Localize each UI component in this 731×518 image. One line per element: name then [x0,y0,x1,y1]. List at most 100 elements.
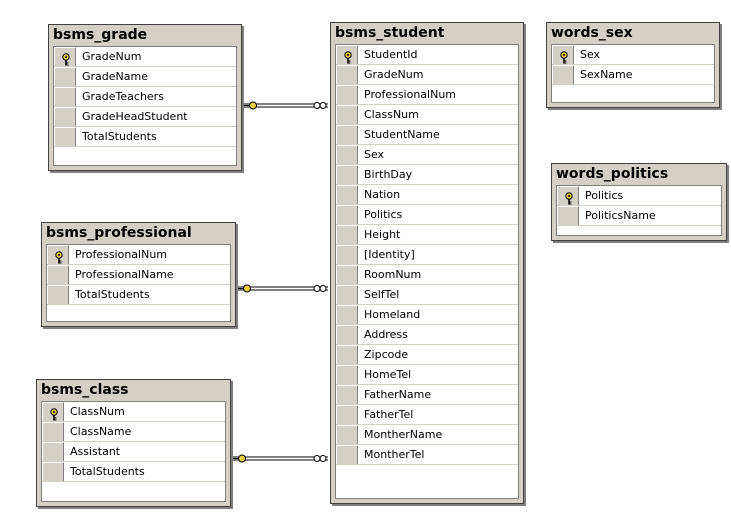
column-row[interactable]: Homeland [336,305,518,325]
table-title[interactable]: words_politics [556,166,669,182]
column-name: MontherName [364,428,443,441]
row-selector[interactable] [336,205,358,224]
column-row[interactable]: SexName [552,65,714,85]
row-selector[interactable] [557,186,579,205]
row-selector[interactable] [336,325,358,344]
row-selector[interactable] [336,125,358,144]
table-title[interactable]: bsms_student [335,25,445,41]
table-title[interactable]: bsms_class [41,382,129,398]
row-selector[interactable] [54,87,76,106]
column-row[interactable]: GradeTeachers [54,87,236,107]
column-row[interactable]: Sex [336,145,518,165]
column-row[interactable]: ProfessionalName [47,265,230,285]
table-title[interactable]: words_sex [551,25,633,41]
row-selector[interactable] [336,105,358,124]
column-row[interactable]: TotalStudents [47,285,230,305]
row-selector[interactable] [336,405,358,424]
column-row[interactable]: BirthDay [336,165,518,185]
column-name: BirthDay [364,168,413,181]
row-selector[interactable] [336,365,358,384]
relationship-class-student[interactable] [230,454,328,463]
row-selector[interactable] [47,285,69,304]
row-selector[interactable] [42,402,64,421]
row-selector[interactable] [54,47,76,66]
row-selector[interactable] [336,425,358,444]
column-row[interactable]: ClassName [42,422,225,442]
row-selector[interactable] [336,65,358,84]
column-row[interactable]: TotalStudents [54,127,236,147]
column-row[interactable]: PoliticsName [557,206,721,226]
column-row[interactable]: Politics [557,186,721,206]
row-selector[interactable] [336,185,358,204]
row-selector[interactable] [336,345,358,364]
row-selector[interactable] [336,245,358,264]
row-selector[interactable] [336,305,358,324]
column-row[interactable]: Height [336,225,518,245]
row-selector[interactable] [336,165,358,184]
table-title[interactable]: bsms_grade [53,27,148,43]
relationship-grade-student[interactable] [240,101,328,110]
row-selector[interactable] [336,445,358,464]
row-selector[interactable] [47,245,69,264]
infinity-end-icon [313,102,321,109]
column-name: Zipcode [364,348,409,361]
column-row[interactable]: ProfessionalNum [336,85,518,105]
column-row[interactable]: Sex [552,45,714,65]
column-row[interactable]: ClassNum [336,105,518,125]
row-selector[interactable] [552,65,574,84]
column-name: ProfessionalNum [364,88,457,101]
column-name: FatherName [364,388,432,401]
row-selector[interactable] [336,85,358,104]
column-row[interactable]: GradeHeadStudent [54,107,236,127]
column-row[interactable]: StudentName [336,125,518,145]
column-row[interactable]: MontherTel [336,445,518,465]
column-row[interactable]: StudentId [336,45,518,65]
column-row[interactable]: RoomNum [336,265,518,285]
row-selector[interactable] [557,206,579,225]
column-row[interactable]: Nation [336,185,518,205]
column-row[interactable]: Assistant [42,442,225,462]
column-row[interactable]: HomeTel [336,365,518,385]
column-row[interactable]: MontherName [336,425,518,445]
row-selector[interactable] [336,265,358,284]
column-row[interactable]: GradeName [54,67,236,87]
column-row[interactable]: SelfTel [336,285,518,305]
row-selector[interactable] [336,285,358,304]
row-selector[interactable] [42,462,64,481]
row-selector[interactable] [54,127,76,146]
table-title[interactable]: bsms_professional [46,225,192,241]
row-selector[interactable] [336,225,358,244]
row-selector[interactable] [42,422,64,441]
row-selector[interactable] [42,442,64,461]
row-selector[interactable] [47,265,69,284]
row-selector[interactable] [336,145,358,164]
row-selector[interactable] [336,385,358,404]
column-row[interactable]: [Identity] [336,245,518,265]
column-row[interactable]: FatherName [336,385,518,405]
column-row[interactable]: ClassNum [42,402,225,422]
column-row[interactable]: FatherTel [336,405,518,425]
column-row[interactable]: Politics [336,205,518,225]
column-row[interactable]: Zipcode [336,345,518,365]
row-selector[interactable] [552,45,574,64]
row-selector[interactable] [54,107,76,126]
relationship-professional-student[interactable] [235,284,328,293]
key-end-icon [249,101,257,110]
column-row[interactable]: GradeNum [54,47,236,67]
column-row[interactable]: ProfessionalNum [47,245,230,265]
column-row[interactable]: TotalStudents [42,462,225,482]
column-name: Height [364,228,401,241]
row-selector[interactable] [336,45,358,64]
column-name: Nation [364,188,401,201]
column-name: TotalStudents [70,465,145,478]
row-selector[interactable] [54,67,76,86]
column-row[interactable]: GradeNum [336,65,518,85]
column-row[interactable]: Address [336,325,518,345]
